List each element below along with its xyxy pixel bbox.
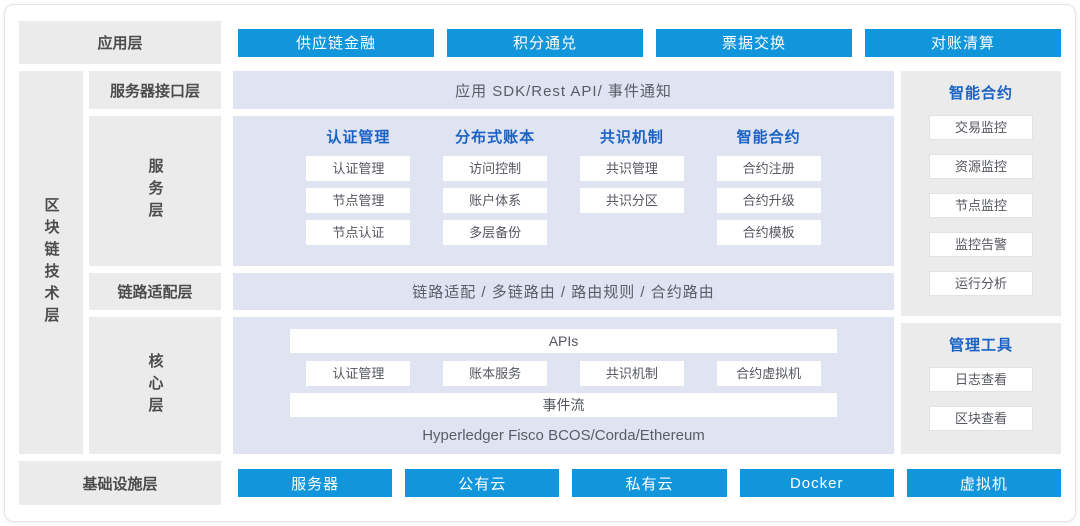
service-item: 合约升级 xyxy=(716,188,821,213)
core-layer-label-text: 核心层 xyxy=(146,352,164,419)
infrastructure-layer-label: 基础设施层 xyxy=(19,461,221,505)
service-item: 合约模板 xyxy=(716,220,821,245)
btn-points-exchange: 积分通兑 xyxy=(447,28,643,57)
app-layer-label: 应用层 xyxy=(19,21,221,64)
core-layer-panel: APIs 认证管理 账本服务 共识机制 合约虚拟机 事件流 Hyperledge… xyxy=(233,317,894,454)
app-layer-buttons: 供应链金融 积分通兑 票据交换 对账清算 xyxy=(238,21,1061,64)
service-item: 账户体系 xyxy=(443,188,548,213)
service-layer-panel: 认证管理 认证管理 节点管理 节点认证 分布式账本 访问控制 账户体系 多层备份… xyxy=(233,116,894,266)
btn-reconciliation-clearing: 对账清算 xyxy=(865,28,1061,57)
btn-public-cloud: 公有云 xyxy=(405,469,560,497)
service-col-smart-contract: 智能合约 合约注册 合约升级 合约模板 xyxy=(700,128,837,266)
smart-contract-sidebar: 智能合约 交易监控 资源监控 节点监控 监控告警 运行分析 xyxy=(901,71,1061,316)
btn-virtual-machine: 虚拟机 xyxy=(906,469,1062,497)
core-layer-label: 核心层 xyxy=(89,317,221,454)
blockchain-tech-layer-label: 区块链技术层 xyxy=(19,71,83,454)
service-col-consensus-header: 共识机制 xyxy=(599,129,664,146)
sidebar-item: 监控告警 xyxy=(929,232,1033,257)
blockchain-tech-layer: 区块链技术层 服务器接口层 服务层 链路适配层 核心层 应用 SDK/Rest … xyxy=(19,71,1061,454)
smart-contract-sidebar-header: 智能合约 xyxy=(948,85,1013,102)
service-col-smart-contract-header: 智能合约 xyxy=(736,129,801,146)
btn-docker: Docker xyxy=(739,469,894,497)
layer-labels-column: 服务器接口层 服务层 链路适配层 核心层 xyxy=(89,71,221,454)
infrastructure-buttons: 服务器 公有云 私有云 Docker 虚拟机 xyxy=(238,461,1062,505)
service-item: 合约注册 xyxy=(716,156,821,181)
main-panels-column: 应用 SDK/Rest API/ 事件通知 认证管理 认证管理 节点管理 节点认… xyxy=(233,71,894,454)
sidebar-item: 日志查看 xyxy=(929,367,1033,392)
sidebar-item: 资源监控 xyxy=(929,154,1033,179)
service-item: 认证管理 xyxy=(306,156,411,181)
service-col-auth: 认证管理 认证管理 节点管理 节点认证 xyxy=(290,128,427,266)
service-item: 共识分区 xyxy=(579,188,684,213)
infrastructure-layer-row: 基础设施层 服务器 公有云 私有云 Docker 虚拟机 xyxy=(19,461,1062,505)
service-layer-label: 服务层 xyxy=(89,116,221,266)
service-item: 节点认证 xyxy=(306,220,411,245)
service-item: 节点管理 xyxy=(306,188,411,213)
interface-layer-label: 服务器接口层 xyxy=(89,71,221,109)
btn-bill-exchange: 票据交换 xyxy=(656,28,852,57)
management-tools-sidebar-header: 管理工具 xyxy=(948,337,1013,354)
sidebar-item: 节点监控 xyxy=(929,193,1033,218)
service-item: 多层备份 xyxy=(443,220,548,245)
sidebar-item: 区块查看 xyxy=(929,406,1033,431)
core-module: 合约虚拟机 xyxy=(716,361,821,386)
service-item: 访问控制 xyxy=(443,156,548,181)
apis-bar: APIs xyxy=(290,329,837,353)
service-layer-label-text: 服务层 xyxy=(146,158,164,224)
management-tools-sidebar: 管理工具 日志查看 区块查看 xyxy=(901,323,1061,454)
sidebar-column: 智能合约 交易监控 资源监控 节点监控 监控告警 运行分析 管理工具 日志查看 … xyxy=(901,71,1061,454)
sidebar-item: 运行分析 xyxy=(929,271,1033,296)
core-module: 认证管理 xyxy=(306,361,411,386)
core-module: 账本服务 xyxy=(443,361,548,386)
platforms-text: Hyperledger Fisco BCOS/Corda/Ethereum xyxy=(422,427,705,444)
service-col-auth-header: 认证管理 xyxy=(326,129,391,146)
blockchain-tech-layer-label-text: 区块链技术层 xyxy=(42,196,60,329)
service-col-ledger-header: 分布式账本 xyxy=(455,129,536,146)
btn-private-cloud: 私有云 xyxy=(572,469,727,497)
core-modules-row: 认证管理 账本服务 共识机制 合约虚拟机 xyxy=(290,361,837,386)
interface-layer-panel: 应用 SDK/Rest API/ 事件通知 xyxy=(233,71,894,109)
service-col-ledger: 分布式账本 访问控制 账户体系 多层备份 xyxy=(427,128,564,266)
diagram-card: 应用层 供应链金融 积分通兑 票据交换 对账清算 区块链技术层 服务器接口层 服… xyxy=(4,4,1076,522)
btn-server: 服务器 xyxy=(238,469,393,497)
adapter-layer-panel: 链路适配 / 多链路由 / 路由规则 / 合约路由 xyxy=(233,273,894,310)
sidebar-item: 交易监控 xyxy=(929,115,1033,140)
app-layer-row: 应用层 供应链金融 积分通兑 票据交换 对账清算 xyxy=(19,21,1061,64)
btn-supply-chain-finance: 供应链金融 xyxy=(238,28,434,57)
core-module: 共识机制 xyxy=(579,361,684,386)
service-col-consensus: 共识机制 共识管理 共识分区 xyxy=(564,128,701,266)
adapter-layer-label: 链路适配层 xyxy=(89,273,221,310)
event-stream-bar: 事件流 xyxy=(290,393,837,417)
service-item: 共识管理 xyxy=(579,156,684,181)
